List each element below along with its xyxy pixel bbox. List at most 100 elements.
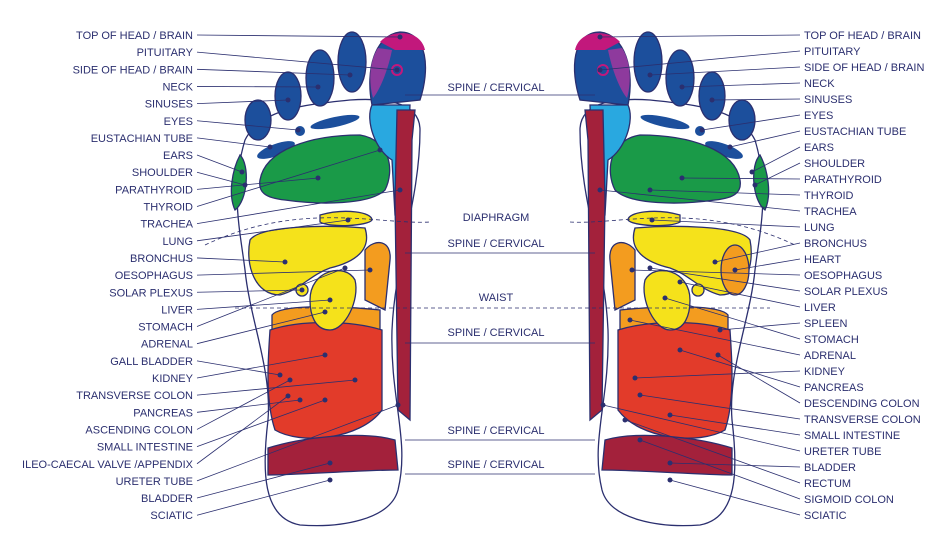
leader-line [196,360,281,376]
right-label-bladder: BLADDER [804,462,856,474]
right-label-sciatic: SCIATIC [804,510,847,522]
leader-line [669,462,801,468]
zone-marker [345,217,351,223]
right-label-ears: EARS [804,142,834,154]
left-label-eyes: EYES [164,116,193,128]
right-label-top-of-head-brain: TOP OF HEAD / BRAIN [804,30,921,42]
leader-line [599,189,801,212]
right-label-stomach: STOMACH [804,334,859,346]
left-label-top-of-head-brain: TOP OF HEAD / BRAIN [76,30,193,42]
left-label-sinuses: SINUSES [145,99,193,111]
leader-line [196,404,399,482]
zone-marker [667,412,673,418]
leader-line [669,414,801,436]
right-label-trachea: TRACHEA [804,206,857,218]
zone-marker [667,477,673,483]
left-label-gall-bladder: GALL BLADDER [110,356,193,368]
leader-line [679,349,801,388]
left-label-sciatic: SCIATIC [150,510,193,522]
zone-marker [677,279,683,285]
zone-marker [597,34,603,40]
leader-line [196,189,401,225]
leader-line [196,177,319,190]
right-label-small-intestine: SMALL INTESTINE [804,430,900,442]
zone-marker [397,187,403,193]
right-label-descending-colon: DESCENDING COLON [804,398,920,410]
left-label-transverse-colon: TRANSVERSE COLON [76,390,193,402]
leader-line [679,281,801,308]
leader-line [629,319,801,356]
right-label-sigmoid-colon: SIGMOID COLON [804,494,894,506]
zone-marker [287,377,293,383]
right-label-neck: NECK [804,78,835,90]
right-label-ureter-tube: URETER TUBE [804,446,881,458]
leader-line [669,479,801,516]
leader-line [196,34,401,38]
left-label-parathyroid: PARATHYROID [115,184,193,196]
zone-marker [627,317,633,323]
zone-marker [647,187,653,193]
leader-line [649,66,801,76]
center-lines [204,217,796,309]
zone-marker [327,477,333,483]
center-label-spine-cervical: SPINE / CERVICAL [448,459,545,471]
zone-marker [297,397,303,403]
zone-marker [727,144,733,150]
zone-marker [712,259,718,265]
zone-marker [395,402,401,408]
leader-line [649,189,801,196]
zone-marker [285,393,291,399]
left-label-trachea: TRACHEA [140,219,193,231]
left-label-shoulder: SHOULDER [132,167,193,179]
leader-line [196,479,331,516]
zone-marker [649,217,655,223]
zone-marker [647,72,653,78]
left-label-ears: EARS [163,150,193,162]
leader-line [196,311,326,345]
left-label-ureter-tube: URETER TUBE [116,476,193,488]
left-label-kidney: KIDNEY [152,373,194,385]
leader-line [602,404,801,452]
zone-marker [347,72,353,78]
leader-line [196,257,286,263]
left-label-liver: LIVER [161,304,193,316]
zone-marker [637,392,643,398]
leader-line [196,51,398,71]
zone-marker [709,97,715,103]
leader-line [196,299,331,310]
right-label-side-of-head-brain: SIDE OF HEAD / BRAIN [804,62,924,74]
right-label-spleen: SPLEEN [804,318,847,330]
zone-marker [299,287,305,293]
left-label-bronchus: BRONCHUS [130,253,193,265]
leader-line [196,379,291,430]
left-label-stomach: STOMACH [138,322,193,334]
zone-marker [239,169,245,175]
right-label-liver: LIVER [804,302,836,314]
leader-line [196,68,351,76]
zone-marker [597,187,603,193]
leader-line [196,267,346,327]
right-label-parathyroid: PARATHYROID [804,174,882,186]
leader-line [681,177,801,180]
zone-marker [377,147,383,153]
leader-line [651,219,801,228]
zone-marker [647,265,653,271]
center-label-spine-cervical: SPINE / CERVICAL [448,82,545,94]
left-label-adrenal: ADRENAL [141,339,193,351]
leader-line [196,120,299,131]
left-label-ileo-caecal-valve-appendix: ILEO-CAECAL VALVE /APPENDIX [22,459,194,471]
leader-line [196,289,303,293]
zone-marker [752,182,758,188]
leader-line [196,149,381,207]
right-label-adrenal: ADRENAL [804,350,856,362]
left-label-bladder: BLADDER [141,493,193,505]
right-label-heart: HEART [804,254,841,266]
zone-marker [600,402,606,408]
center-label-spine-cervical: SPINE / CERVICAL [448,238,545,250]
leader-line [729,130,801,148]
center-label-waist: WAIST [479,292,514,304]
left-label-pancreas: PANCREAS [133,407,193,419]
leader-line [717,354,801,404]
right-label-pituitary: PITUITARY [804,46,861,58]
zone-marker [285,97,291,103]
